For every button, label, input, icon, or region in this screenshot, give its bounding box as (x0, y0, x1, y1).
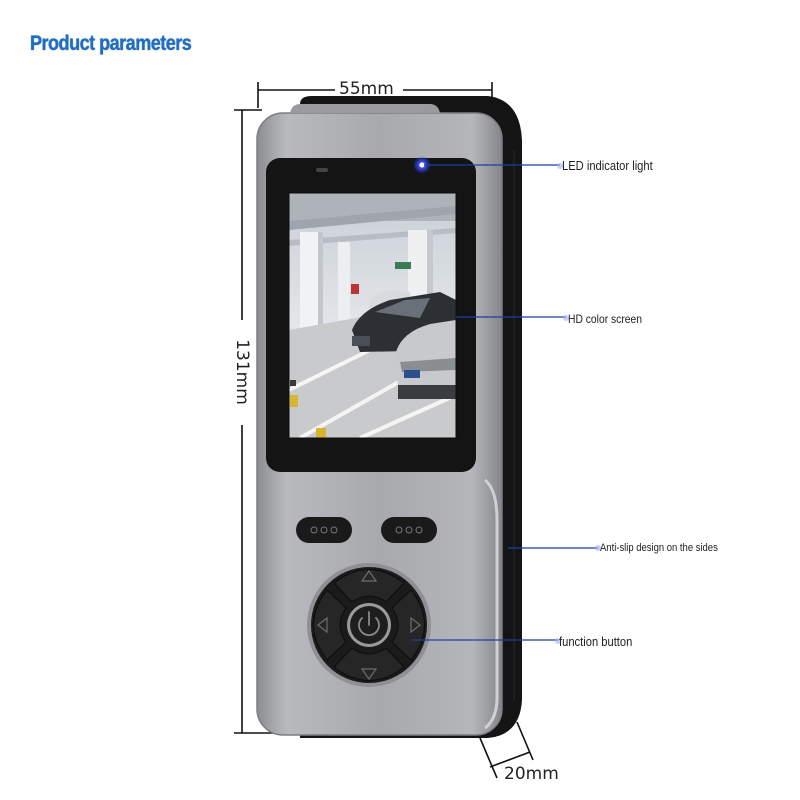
screen-label: HD color screen (568, 312, 642, 326)
down-arrow-button[interactable] (333, 647, 405, 681)
left-soft-key[interactable] (296, 517, 352, 543)
anti-slip-label: Anti-slip design on the sides (600, 542, 718, 554)
power-icon (358, 611, 380, 637)
height-dimension-label: 131mm (232, 339, 252, 405)
right-soft-key[interactable] (381, 517, 437, 543)
up-arrow-button[interactable] (333, 569, 405, 603)
left-arrow-button[interactable] (313, 589, 347, 661)
depth-dimension-label: 20mm (504, 764, 559, 784)
right-arrow-button[interactable] (391, 589, 425, 661)
function-button-label: function button (559, 634, 633, 649)
led-indicator-label: LED indicator light (562, 158, 653, 173)
page-title: Product parameters (30, 32, 192, 55)
width-dimension-label: 55mm (339, 79, 394, 99)
height-dimension-line (234, 109, 300, 734)
depth-dimension-line (479, 721, 534, 779)
power-button[interactable] (347, 603, 391, 647)
hd-color-screen (289, 193, 456, 438)
